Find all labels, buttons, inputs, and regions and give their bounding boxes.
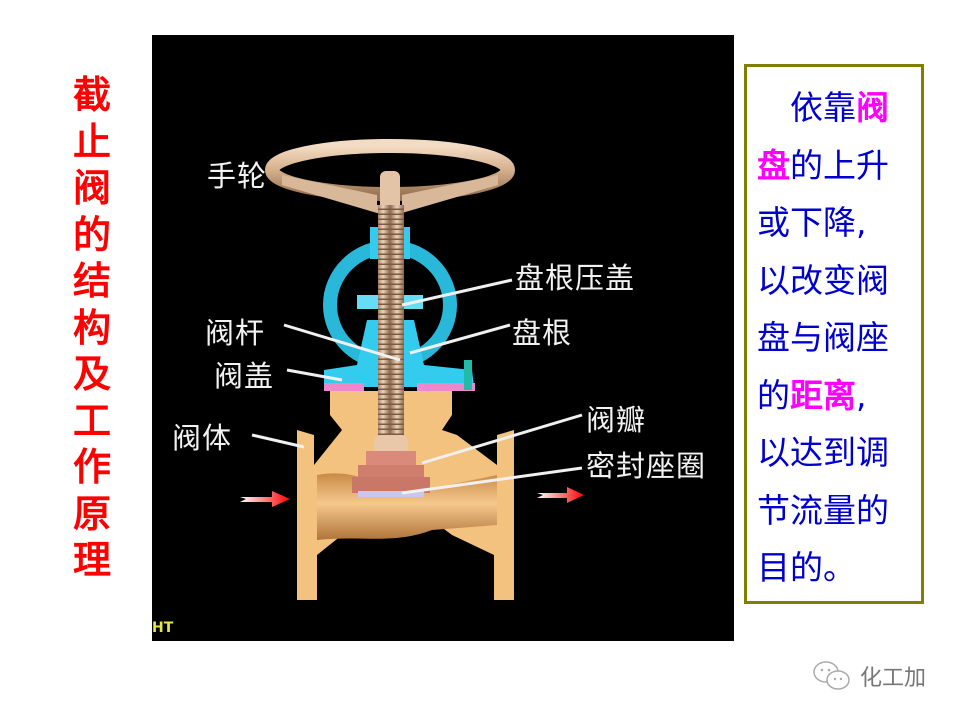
description-line: 盘与阀座 bbox=[757, 309, 921, 367]
description-text: 依靠 bbox=[757, 88, 856, 127]
title-char: 及 bbox=[72, 351, 111, 396]
title-char: 原 bbox=[72, 490, 111, 536]
title-char: 的 bbox=[72, 211, 111, 257]
description-text: 的上升 bbox=[790, 145, 889, 185]
title-char: 阀 bbox=[72, 165, 111, 210]
title-char: 理 bbox=[72, 537, 111, 582]
valve-diagram: 手轮 盘根压盖 盘根 阀杆 阀盖 阀体 阀瓣 密封座圈 HT bbox=[152, 35, 734, 641]
title-char: 止 bbox=[72, 118, 111, 164]
label-bonnet: 阀盖 bbox=[214, 359, 275, 393]
description-text: 目的。 bbox=[757, 548, 856, 587]
title-char: 结 bbox=[72, 258, 111, 303]
label-handwheel: 手轮 bbox=[207, 159, 268, 193]
highlighted-text: 距离 bbox=[790, 375, 856, 415]
label-seat-ring: 密封座圈 bbox=[586, 449, 707, 483]
corner-mark: HT bbox=[152, 620, 174, 636]
description-box: 依靠阀盘的上升或下降,以改变阀盘与阀座的距离,以达到调节流量的目的。 bbox=[744, 64, 924, 604]
description-text: 以改变阀 bbox=[757, 260, 889, 300]
label-packing-gland: 盘根压盖 bbox=[515, 261, 636, 295]
globe-valve-illustration bbox=[240, 139, 584, 600]
description-line: 的距离, bbox=[757, 367, 921, 425]
description-line: 依靠阀 bbox=[757, 79, 921, 137]
title-char: 作 bbox=[72, 444, 111, 489]
description-line: 或下降, bbox=[757, 194, 921, 252]
description-line: 盘的上升 bbox=[757, 137, 921, 195]
label-packing: 盘根 bbox=[512, 316, 573, 350]
description-text: 节流量的 bbox=[757, 490, 889, 530]
label-body: 阀体 bbox=[172, 421, 233, 455]
description-line: 以改变阀 bbox=[757, 252, 921, 310]
outflow-arrow bbox=[537, 487, 584, 503]
description-line: 节流量的 bbox=[757, 482, 921, 540]
inflow-arrow bbox=[240, 491, 290, 507]
title-char: 构 bbox=[72, 304, 111, 350]
description-text: 的 bbox=[757, 375, 790, 415]
description-line: 目的。 bbox=[757, 539, 921, 597]
description-line: 以达到调 bbox=[757, 424, 921, 482]
vertical-title: 截止阀的结构及工作原理 bbox=[64, 72, 120, 584]
label-stem: 阀杆 bbox=[205, 316, 266, 350]
footer-watermark: 化工加 bbox=[812, 660, 926, 692]
title-char: 工 bbox=[72, 397, 111, 443]
description-text: 盘与阀座 bbox=[757, 318, 889, 357]
highlighted-text: 阀 bbox=[856, 88, 889, 127]
description-text: , bbox=[856, 375, 867, 415]
title-char: 截 bbox=[72, 72, 111, 117]
highlighted-text: 盘 bbox=[757, 145, 790, 185]
wechat-icon bbox=[813, 661, 850, 690]
description-text: 或下降, bbox=[757, 203, 867, 242]
label-disc: 阀瓣 bbox=[586, 403, 647, 437]
footer-label: 化工加 bbox=[860, 666, 927, 691]
description-text: 以达到调 bbox=[757, 433, 889, 472]
